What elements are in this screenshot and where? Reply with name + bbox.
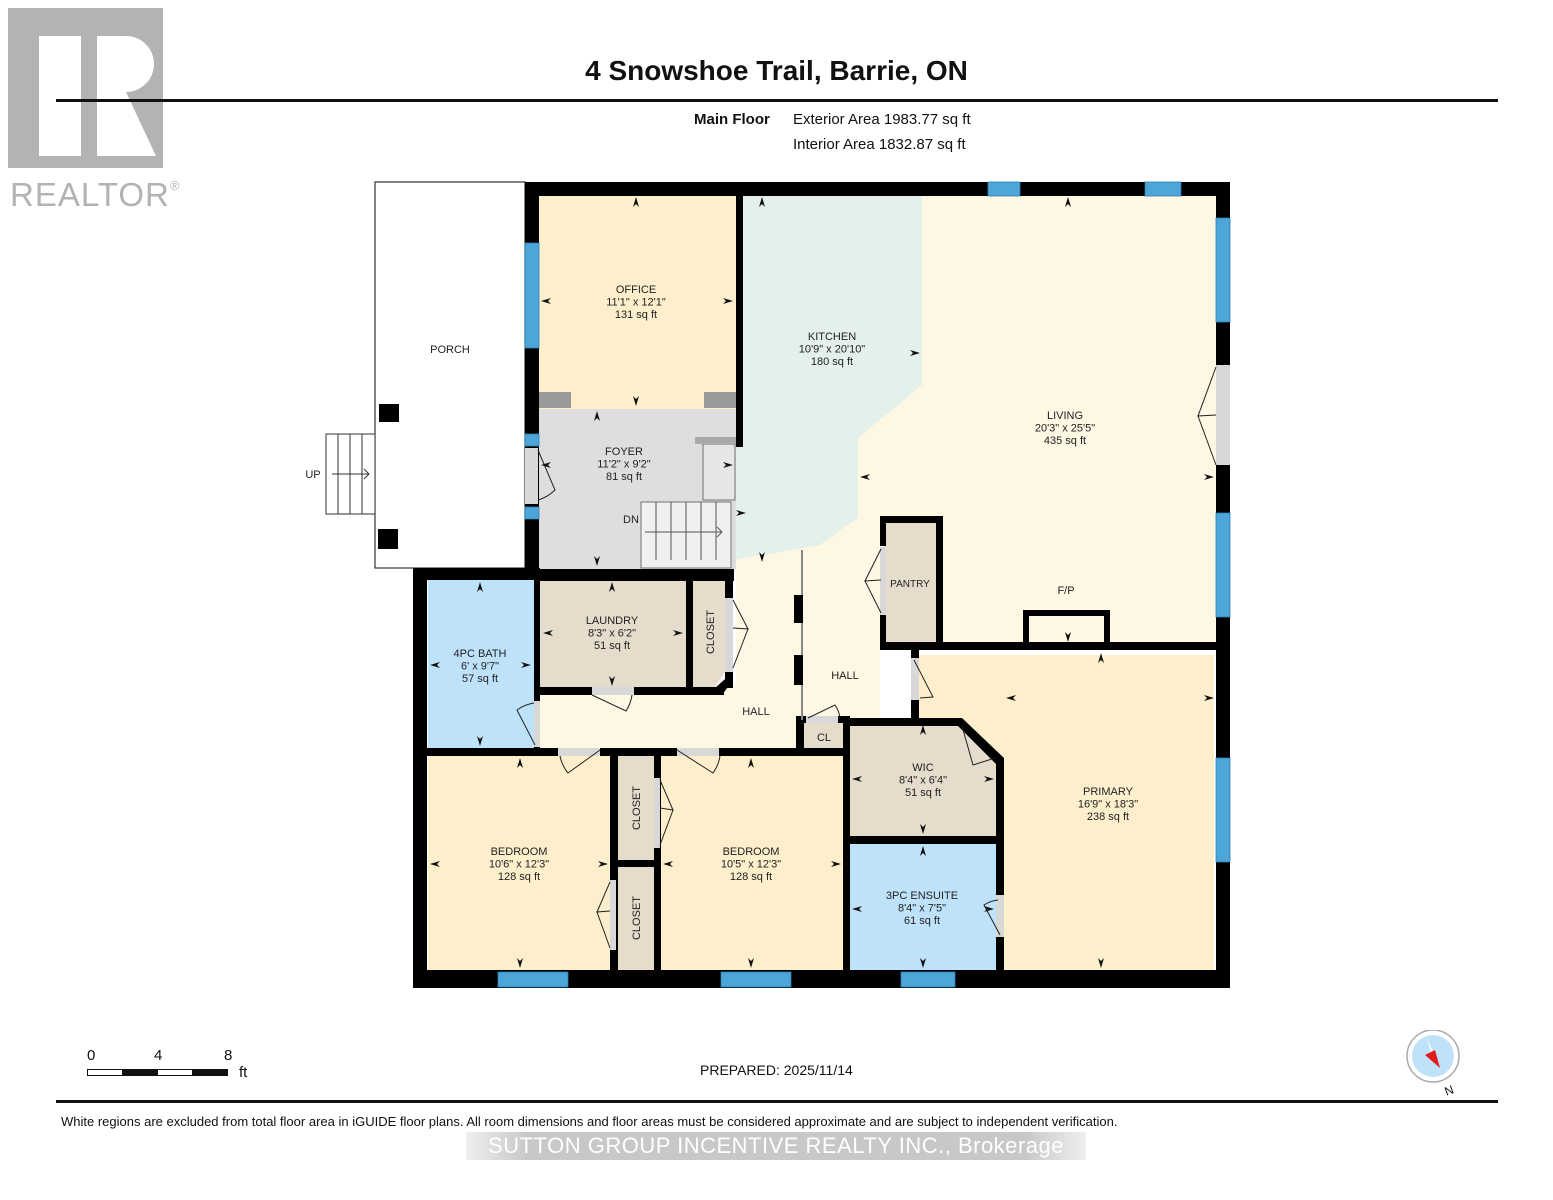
room-office-dims: 11'1" x 12'1" bbox=[606, 297, 666, 309]
room-laundry-name: LAUNDRY bbox=[586, 615, 639, 627]
closet-fill bbox=[693, 580, 725, 687]
closet-label: CLOSET bbox=[631, 786, 643, 830]
closet-fill bbox=[618, 756, 654, 860]
ensuite-fill bbox=[850, 844, 996, 971]
porch-area bbox=[374, 181, 526, 569]
room-kitchen-dims: 10'9" x 20'10" bbox=[799, 344, 866, 356]
room-primary-area: 238 sq ft bbox=[1087, 811, 1129, 823]
room-living-name: LIVING bbox=[1047, 410, 1083, 422]
room-pantry-name: PANTRY bbox=[890, 579, 930, 590]
room-primary-name: PRIMARY bbox=[1083, 786, 1134, 798]
room-kitchen-name: KITCHEN bbox=[808, 331, 856, 343]
pantry-fill bbox=[884, 522, 936, 642]
fireplace-label: F/P bbox=[1057, 585, 1074, 597]
room-bedroom2-dims: 10'5" x 12'3" bbox=[721, 859, 781, 871]
stairs-up-icon bbox=[325, 433, 376, 515]
room-ensuite3-area: 61 sq ft bbox=[904, 915, 940, 927]
doors bbox=[516, 365, 1230, 950]
compass-icon: N bbox=[1405, 1029, 1465, 1100]
room-hall_b-name: HALL bbox=[831, 670, 859, 682]
room-bedroom1-name: BEDROOM bbox=[491, 846, 548, 858]
living-fill bbox=[858, 195, 1217, 645]
cl-fill bbox=[804, 723, 846, 751]
hall-fill bbox=[540, 518, 880, 748]
room-bath4-dims: 6' x 9'7" bbox=[461, 661, 499, 673]
room-foyer-area: 81 sq ft bbox=[606, 471, 642, 483]
counter bbox=[704, 392, 736, 408]
primary-fill bbox=[918, 655, 1214, 971]
porch-post bbox=[378, 529, 398, 549]
counter bbox=[539, 392, 571, 408]
room-cl-name: CL bbox=[817, 732, 831, 744]
closet-fill bbox=[618, 867, 654, 970]
realtor-r-mark-icon bbox=[8, 8, 163, 168]
office-fill bbox=[538, 195, 736, 409]
room-kitchen-area: 180 sq ft bbox=[811, 356, 853, 368]
room-bedroom1-area: 128 sq ft bbox=[498, 871, 540, 883]
bedroom2-fill bbox=[661, 756, 843, 970]
footer-rule bbox=[56, 1100, 1498, 1103]
room-bedroom2-area: 128 sq ft bbox=[730, 871, 772, 883]
room-bedroom2-name: BEDROOM bbox=[723, 846, 780, 858]
room-ensuite3-name: 3PC ENSUITE bbox=[886, 890, 958, 902]
stairs-down-label: DN bbox=[623, 514, 639, 526]
realtor-wordmark: REALTOR® bbox=[10, 176, 181, 213]
room-ensuite3-dims: 8'4" x 7'5" bbox=[898, 903, 946, 915]
room-hall_a-name: HALL bbox=[742, 706, 770, 718]
porch-post bbox=[379, 404, 399, 422]
room-wic-area: 51 sq ft bbox=[905, 787, 941, 799]
closet-labels: CLOSET CLOSET CLOSET bbox=[631, 610, 717, 940]
dimension-arrows bbox=[430, 197, 1214, 968]
realtor-logo: REALTOR® bbox=[8, 8, 179, 213]
room-wic-dims: 8'4" x 6'4" bbox=[899, 775, 947, 787]
room-wic-name: WIC bbox=[912, 762, 933, 774]
room-laundry-dims: 8'3" x 6'2" bbox=[588, 628, 636, 640]
room-porch-name: PORCH bbox=[430, 344, 470, 356]
brokerage-watermark: SUTTON GROUP INCENTIVE REALTY INC., Brok… bbox=[466, 1132, 1086, 1160]
stairs-up-label: UP bbox=[305, 469, 320, 481]
room-living-area: 435 sq ft bbox=[1044, 435, 1086, 447]
header-rule bbox=[56, 99, 1498, 102]
room-foyer-dims: 11'2" x 9'2" bbox=[597, 459, 650, 471]
room-office-name: OFFICE bbox=[616, 284, 656, 296]
interior-area: Interior Area 1832.87 sq ft bbox=[793, 136, 966, 153]
page-title: 4 Snowshoe Trail, Barrie, ON bbox=[585, 55, 968, 86]
room-laundry-area: 51 sq ft bbox=[594, 640, 630, 652]
bedroom1-fill bbox=[428, 756, 610, 970]
disclaimer: White regions are excluded from total fl… bbox=[61, 1114, 1118, 1129]
laundry-fill bbox=[540, 580, 686, 687]
floor-name: Main Floor bbox=[694, 111, 770, 128]
stairs-down-icon bbox=[640, 437, 737, 569]
room-bedroom1-dims: 10'6" x 12'3" bbox=[489, 859, 549, 871]
room-office-area: 131 sq ft bbox=[615, 309, 657, 321]
room-bath4-area: 57 sq ft bbox=[462, 673, 498, 685]
windows bbox=[497, 181, 1231, 988]
kitchen-fill bbox=[736, 195, 922, 560]
scale-tick-8: 8 bbox=[224, 1047, 233, 1064]
scale-tick-4: 4 bbox=[154, 1047, 163, 1064]
svg-text:N: N bbox=[1443, 1082, 1456, 1098]
scale-bar: 0 4 8 ft bbox=[84, 1047, 264, 1087]
scale-tick-0: 0 bbox=[87, 1047, 96, 1064]
wic-fill bbox=[850, 724, 996, 836]
room-living-dims: 20'3" x 25'5" bbox=[1035, 423, 1095, 435]
scale-unit: ft bbox=[239, 1064, 248, 1081]
exterior-area: Exterior Area 1983.77 sq ft bbox=[793, 111, 971, 128]
room-primary-dims: 16'9" x 18'3" bbox=[1078, 799, 1138, 811]
closet-label: CLOSET bbox=[705, 610, 717, 654]
prepared-date: PREPARED: 2025/11/14 bbox=[700, 1062, 853, 1078]
closet-label: CLOSET bbox=[631, 896, 643, 940]
bath4-fill bbox=[428, 580, 534, 748]
room-bath4-name: 4PC BATH bbox=[454, 648, 507, 660]
room-foyer-name: FOYER bbox=[605, 446, 643, 458]
